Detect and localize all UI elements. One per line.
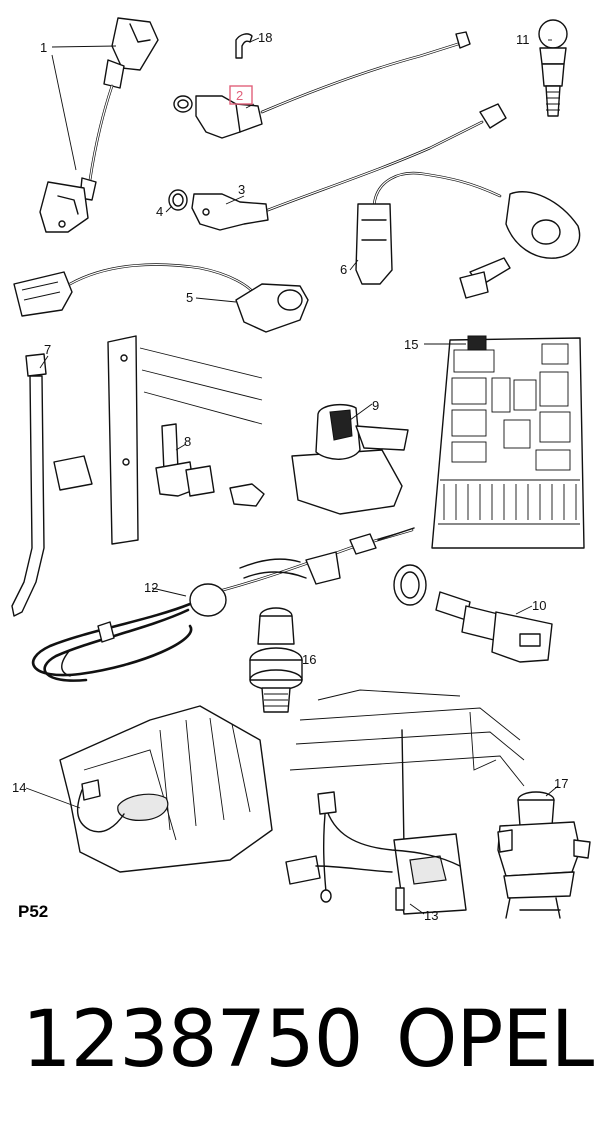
callout-5: 5 [186, 290, 193, 305]
callout-16: 16 [302, 652, 316, 667]
callout-3: 3 [238, 182, 245, 197]
callout-9: 9 [372, 398, 379, 413]
part-13-harness-assembly [285, 689, 525, 915]
leader-lines [25, 37, 559, 915]
callout-13: 13 [424, 908, 438, 923]
part-2-sensor-cable [173, 31, 471, 139]
part-11-switch [538, 19, 568, 117]
part-8-bracket-panel [53, 335, 265, 545]
part-15-control-unit [431, 335, 585, 549]
part-6-knock-sensor [355, 171, 581, 299]
part-17-valve [497, 791, 591, 919]
callout-2: 2 [236, 88, 243, 103]
part-9-sensor-holder [291, 403, 409, 515]
callout-1: 1 [40, 40, 47, 55]
callout-11: 11 [516, 32, 530, 47]
footer: 1238750 OPEL [0, 985, 600, 1095]
part-10-temp-sensor [393, 564, 553, 663]
callout-17: 17 [554, 776, 568, 791]
part-16-pressure-switch [249, 607, 303, 713]
callout-7: 7 [44, 342, 51, 357]
callout-14: 14 [12, 780, 26, 795]
callout-12: 12 [144, 580, 158, 595]
callout-6: 6 [340, 262, 347, 277]
callout-15: 15 [404, 337, 418, 352]
brand-name: OPEL [396, 995, 594, 1085]
page-reference: P52 [18, 902, 49, 921]
callout-18: 18 [258, 30, 272, 45]
callout-8: 8 [184, 434, 191, 449]
part-14-sensor-bracket [59, 705, 273, 873]
part-12-cable-harness [31, 527, 415, 682]
part-3-sensor-cable [168, 103, 507, 231]
callout-labels: 1 2 3 4 5 6 7 8 9 10 11 12 13 14 15 16 1… [12, 30, 568, 923]
callout-2-highlight-box [229, 85, 253, 105]
callout-10: 10 [532, 598, 546, 613]
parts-diagram: 1 2 3 4 5 6 7 8 9 10 11 12 13 14 15 16 1… [11, 17, 591, 923]
part-number: 1238750 [22, 995, 363, 1085]
part-18-hose [235, 33, 253, 59]
part-1-sensor-cable [39, 17, 159, 233]
callout-4: 4 [156, 204, 163, 219]
part-7-cable-tie [11, 353, 47, 617]
part-5-sensor-cable [13, 263, 309, 333]
